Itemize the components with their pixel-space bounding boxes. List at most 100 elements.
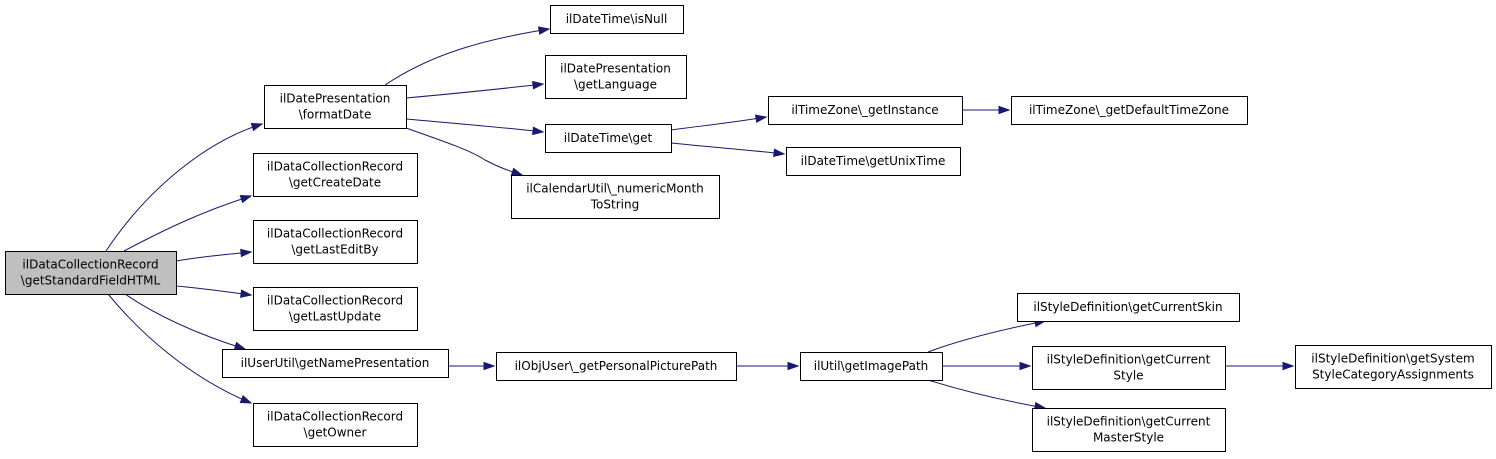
node-box[interactable] (1032, 346, 1226, 390)
edge-root-to-formatDate (105, 123, 263, 252)
node-getOwner[interactable]: ilDataCollectionRecord \getOwner (253, 403, 418, 447)
node-box[interactable] (768, 96, 963, 125)
node-getImagePath[interactable]: ilUtil\getImagePath (800, 352, 943, 381)
node-getUnixTime[interactable]: ilDateTime\getUnixTime (786, 147, 961, 176)
node-label-line: ilDatePresentation (560, 62, 671, 76)
node-box[interactable] (800, 352, 943, 381)
arrowhead-root-to-getLastUpdate (240, 289, 253, 298)
node-dtGet[interactable]: ilDateTime\get (545, 124, 672, 153)
edge-dtGet-to-tzGetInstance (670, 116, 767, 131)
node-box[interactable] (550, 5, 684, 34)
edge-root-to-getOwner (107, 293, 252, 404)
node-label-line: ilStyleDefinition\getCurrent (1047, 353, 1211, 367)
node-label-line: \formatDate (299, 108, 372, 122)
node-label-line: \getStandardFieldHTML (21, 274, 161, 288)
node-isNull[interactable]: ilDateTime\isNull (550, 5, 684, 34)
arrowhead-formatDate-to-getLanguage (532, 80, 545, 90)
node-getLastEditBy[interactable]: ilDataCollectionRecord \getLastEditBy (253, 220, 418, 264)
node-systemStyleCat[interactable]: ilStyleDefinition\getSystemStyleCategory… (1295, 345, 1492, 389)
call-edges (105, 26, 1295, 411)
node-getLastUpdate[interactable]: ilDataCollectionRecord \getLastUpdate (253, 287, 418, 331)
node-box[interactable] (253, 220, 418, 264)
node-box[interactable] (253, 287, 418, 331)
node-box[interactable] (5, 251, 177, 295)
node-box[interactable] (786, 147, 961, 176)
node-label-line: ilDateTime\isNull (566, 12, 668, 26)
node-label-line: ilObjUser\_getPersonalPicturePath (515, 359, 718, 373)
arrowhead-getNamePresentation-to-personalPicture (483, 361, 496, 371)
node-box[interactable] (1032, 408, 1226, 452)
node-getNamePresentation[interactable]: ilUserUtil\getNamePresentation (222, 349, 449, 378)
edge-formatDate-to-numericMonth (405, 127, 523, 176)
arrowhead-dtGet-to-tzGetInstance (754, 114, 768, 123)
node-label-line: \getLastUpdate (289, 310, 381, 324)
node-label-line: ilUtil\getImagePath (814, 359, 929, 373)
edge-root-to-getCreateDate (123, 195, 252, 252)
node-tzDefault[interactable]: ilTimeZone\_getDefaultTimeZone (1011, 96, 1248, 125)
arrowhead-formatDate-to-numericMonth (510, 167, 524, 176)
node-label-line: ilStyleDefinition\getCurrent (1047, 415, 1211, 429)
edge-dtGet-to-getUnixTime (670, 142, 785, 155)
node-box[interactable] (1011, 96, 1248, 125)
node-label-line: \getOwner (304, 426, 367, 440)
node-box[interactable] (545, 55, 687, 99)
node-label-line: ilDataCollectionRecord (267, 410, 403, 424)
edge-root-to-getNamePresentation (124, 293, 246, 350)
node-root[interactable]: ilDataCollectionRecord\getStandardFieldH… (5, 251, 177, 295)
node-box[interactable] (1017, 293, 1240, 322)
node-label-line: \getCreateDate (289, 176, 381, 190)
arrowhead-getImagePath-to-currentStyle (1019, 361, 1032, 371)
arrowhead-currentStyle-to-systemStyleCat (1282, 361, 1295, 371)
arrowhead-root-to-formatDate (250, 122, 264, 132)
edge-formatDate-to-getLanguage (405, 83, 544, 99)
node-currentSkin[interactable]: ilStyleDefinition\getCurrentSkin (1017, 293, 1240, 322)
node-box[interactable] (511, 175, 720, 219)
node-label-line: MasterStyle (1093, 431, 1164, 445)
node-label-line: ilUserUtil\getNamePresentation (241, 356, 430, 370)
node-label-line: ilDateTime\getUnixTime (801, 154, 946, 168)
node-getCreateDate[interactable]: ilDataCollectionRecord \getCreateDate (253, 153, 418, 197)
node-box[interactable] (253, 153, 418, 197)
node-getLanguage[interactable]: ilDatePresentation \getLanguage (545, 55, 687, 99)
node-personalPicture[interactable]: ilObjUser\_getPersonalPicturePath (496, 352, 737, 381)
node-label-line: Style (1113, 369, 1143, 383)
node-box[interactable] (264, 85, 407, 129)
node-box[interactable] (545, 124, 672, 153)
edge-root-to-getLastEditBy (175, 251, 252, 262)
arrowhead-dtGet-to-getUnixTime (773, 148, 786, 158)
node-box[interactable] (496, 352, 737, 381)
node-label-line: ilDatePresentation (280, 92, 391, 106)
node-box[interactable] (1295, 345, 1492, 389)
arrowhead-root-to-getOwner (239, 395, 253, 404)
node-box[interactable] (253, 403, 418, 447)
node-label-line: StyleCategoryAssignments (1312, 368, 1474, 382)
node-label-line: ilDataCollectionRecord (267, 160, 403, 174)
node-formatDate[interactable]: ilDatePresentation \formatDate (264, 85, 407, 129)
arrowhead-root-to-getNamePresentation (233, 341, 247, 350)
edge-root-to-getLastUpdate (175, 285, 252, 296)
edge-formatDate-to-dtGet (405, 118, 544, 133)
arrowhead-personalPicture-to-getImagePath (787, 361, 800, 371)
edge-getImagePath-to-currentSkin (927, 320, 1046, 353)
node-label-line: ilTimeZone\_getInstance (791, 103, 938, 117)
node-label-line: ilDataCollectionRecord (267, 294, 403, 308)
arrowhead-root-to-getCreateDate (239, 195, 253, 204)
arrowhead-root-to-getLastEditBy (240, 248, 253, 258)
arrowhead-formatDate-to-dtGet (532, 126, 545, 136)
node-label-line: ilDataCollectionRecord (267, 227, 403, 241)
arrowhead-tzGetInstance-to-tzDefault (998, 105, 1011, 115)
node-label-line: ToString (590, 198, 639, 212)
node-box[interactable] (222, 349, 449, 378)
node-label-line: ilTimeZone\_getDefaultTimeZone (1029, 103, 1229, 117)
node-tzGetInstance[interactable]: ilTimeZone\_getInstance (768, 96, 963, 125)
node-label-line: \getLanguage (574, 78, 657, 92)
node-label-line: ilDateTime\get (564, 131, 653, 145)
node-label-line: ilStyleDefinition\getSystem (1311, 352, 1474, 366)
node-label-line: \getLastEditBy (291, 243, 378, 257)
edge-formatDate-to-isNull (384, 28, 550, 86)
call-nodes: ilDataCollectionRecord \getStandardFieldH… (5, 5, 1492, 452)
arrowhead-formatDate-to-isNull (537, 26, 551, 35)
